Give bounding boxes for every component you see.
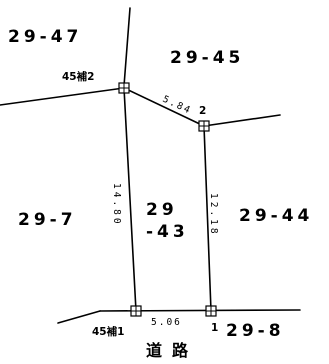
- road-label: 道路: [146, 341, 198, 360]
- lot-label-29-43-line2: -43: [146, 222, 189, 242]
- boundary-point-45-1: [130, 305, 142, 317]
- boundary-east-upper: [203, 114, 281, 127]
- lot-label-29-47: 29-47: [8, 27, 82, 47]
- boundary-point-45-2: [118, 82, 130, 94]
- dimension-left: 14.80: [111, 183, 122, 227]
- point-label-45-2: 45補2: [62, 70, 94, 83]
- boundary-bottom: [99, 309, 301, 312]
- boundary-north: [123, 7, 131, 87]
- boundary-top: [123, 87, 205, 127]
- point-label-2: 2: [199, 105, 206, 117]
- lot-label-29-7: 29-7: [18, 210, 77, 230]
- point-label-45-1: 45補1: [92, 325, 124, 338]
- lot-label-29-44: 29-44: [239, 206, 313, 226]
- boundary-point-1: [205, 305, 217, 317]
- boundary-west-upper: [0, 87, 125, 106]
- lot-label-29-43-line1: 29: [146, 200, 178, 220]
- lot-label-29-45: 29-45: [170, 48, 244, 68]
- point-label-1: 1: [211, 322, 218, 334]
- boundary-right: [203, 125, 212, 312]
- dimension-right: 12.18: [208, 193, 219, 237]
- lot-label-29-8: 29-8: [226, 321, 285, 341]
- boundary-left: [123, 87, 137, 312]
- boundary-southwest: [57, 310, 101, 324]
- dimension-bottom: 5.06: [151, 317, 182, 328]
- boundary-point-2: [198, 120, 210, 132]
